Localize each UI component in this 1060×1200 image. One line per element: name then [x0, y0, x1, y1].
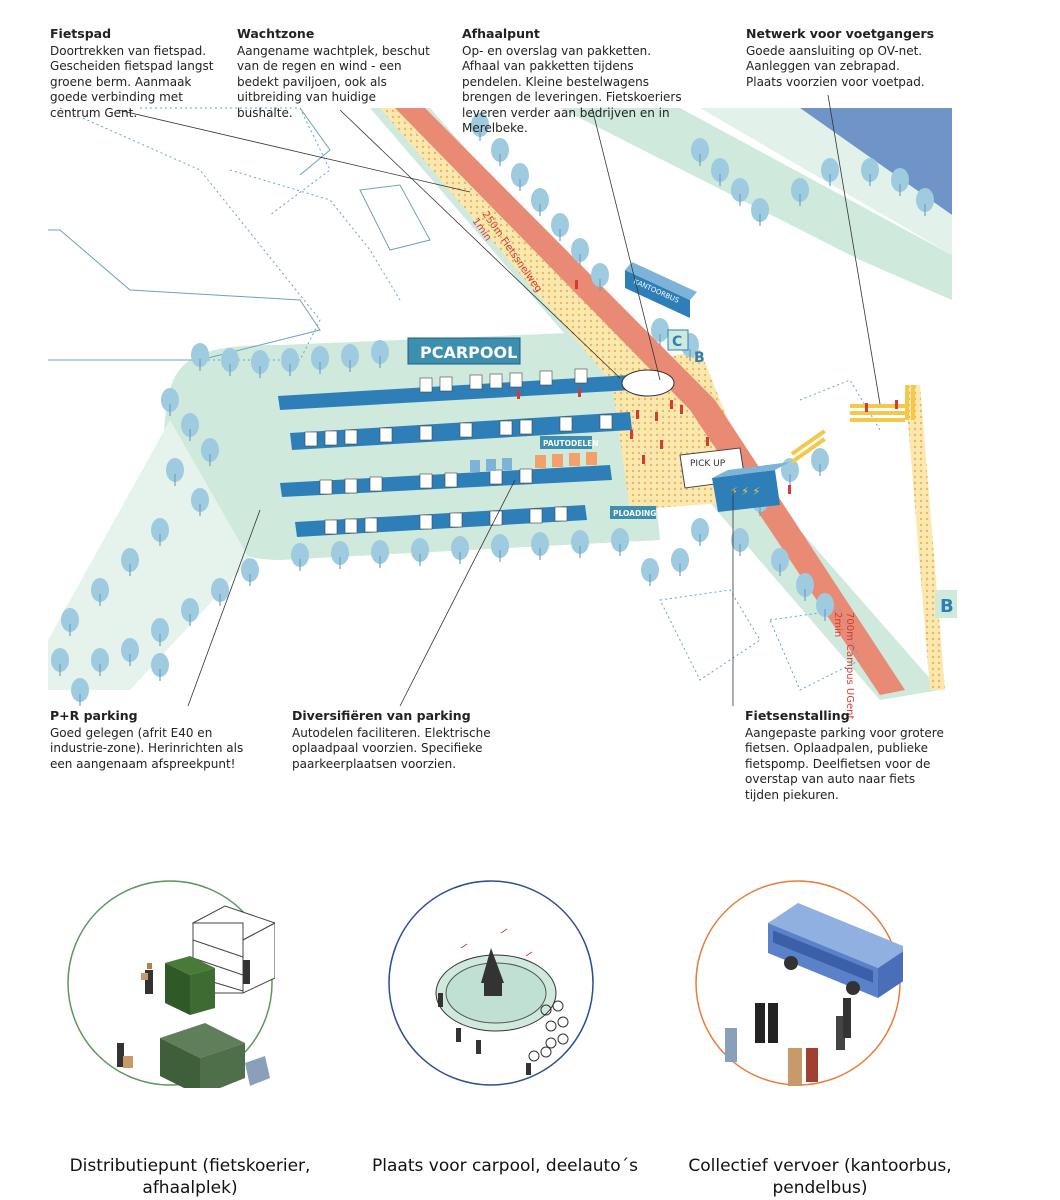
carpool-sign: PCARPOOL: [407, 337, 521, 365]
people-figures: [517, 280, 898, 494]
svg-text:PICK UP: PICK UP: [690, 459, 726, 469]
green-locker: [165, 956, 215, 1015]
svg-text:PLOADING: PLOADING: [613, 509, 656, 518]
annotation-title: Fietspad: [50, 26, 112, 41]
annotation-fietspad: Fietspad Doortrekken van fietspad. Gesch…: [50, 26, 230, 121]
bus-stop-sign: C B: [667, 329, 705, 366]
annotation-title: Netwerk voor voetgangers: [746, 26, 935, 41]
flags: [460, 928, 533, 957]
svg-text:700m Campus UGent: 700m Campus UGent: [844, 612, 855, 719]
svg-text:2min: 2min: [832, 612, 843, 637]
annotation-wachtzone: Wachtzone Aangename wachtplek, beschut v…: [237, 26, 432, 121]
people-figures: [438, 993, 531, 1075]
annotation-text: Aangepaste parking voor grotere fietsen.…: [745, 725, 944, 802]
carpool-illustration: [388, 880, 594, 1086]
kantoorbus-vehicle: KANTOORBUS: [625, 262, 697, 318]
green-strip-right: [700, 108, 952, 255]
campus-distance-label: 700m Campus UGent 2min: [832, 612, 855, 719]
carpool-pavilion: [435, 948, 557, 1032]
fietssnelweg-road: [395, 108, 905, 695]
annotation-pr-parking: P+R parking Goed gelegen (afrit E40 en i…: [50, 708, 250, 772]
annotation-title: P+R parking: [50, 708, 138, 723]
wachtzone-pavilion: [621, 369, 675, 397]
bus-stop-sign-right: B: [935, 590, 957, 618]
parked-cars: [304, 368, 613, 535]
annotation-text: Goede aansluiting op OV-net. Aanleggen v…: [746, 43, 925, 89]
bicycles: [528, 1000, 569, 1062]
annotation-text: Goed gelegen (afrit E40 en industrie-zon…: [50, 725, 244, 771]
building-solid-outlines: [48, 107, 431, 361]
building-outlines: [48, 107, 881, 691]
annotation-diversifieren: Diversifiëren van parking Autodelen faci…: [292, 708, 497, 772]
svg-text:B: B: [940, 596, 954, 617]
caption-carpool: Plaats voor carpool, deelauto´s: [372, 1156, 638, 1176]
yellow-footpath-right: [905, 385, 945, 690]
distributiepunt-illustration: [67, 880, 275, 1088]
fietsenstalling-building: ⚡ ⚡ ⚡: [712, 462, 790, 512]
caption-distributiepunt: Distributiepunt (fietskoerier, afhaalple…: [69, 1156, 311, 1198]
autodelen-sign: PAUTODELEN: [540, 436, 599, 449]
annotation-title: Fietsenstalling: [745, 708, 850, 723]
annotation-title: Wachtzone: [237, 26, 315, 41]
annotation-text: Aangename wachtplek, beschut van de rege…: [237, 43, 430, 120]
people-figures: [725, 998, 851, 1086]
annotation-text: Doortrekken van fietspad. Gescheiden fie…: [50, 43, 214, 120]
annotation-text: Op- en overslag van pakketten. Afhaal va…: [462, 43, 682, 136]
caption-collectief-vervoer: Collectief vervoer (kantoorbus, pendelbu…: [688, 1156, 952, 1198]
yellow-footpath-top: [380, 108, 650, 380]
annotation-title: Afhaalpunt: [462, 26, 540, 41]
collectief-vervoer-illustration: [695, 880, 903, 1086]
svg-text:⚡ ⚡ ⚡: ⚡ ⚡ ⚡: [730, 485, 760, 498]
delivery-truck: [160, 1023, 270, 1088]
worker-figures: [117, 960, 250, 1068]
annotation-afhaalpunt: Afhaalpunt Op- en overslag van pakketten…: [462, 26, 692, 137]
green-left-wedge: [48, 420, 250, 690]
loading-sign: PLOADING: [610, 506, 656, 519]
site-plan-map: KANTOORBUS C B PICK UP ⚡ ⚡ ⚡ PCARPOOL PA…: [48, 94, 957, 719]
annotation-title: Diversifiëren van parking: [292, 708, 471, 723]
leader-lines: [117, 94, 881, 707]
svg-text:PCARPOOL: PCARPOOL: [420, 343, 517, 362]
bus-vehicle: [768, 903, 903, 998]
annotation-netwerk-voetgangers: Netwerk voor voetgangers Goede aansluiti…: [746, 26, 936, 90]
zebra-crossings: [790, 385, 915, 464]
svg-text:C: C: [672, 334, 682, 350]
svg-text:PAUTODELEN: PAUTODELEN: [543, 439, 599, 448]
annotation-fietsenstalling: Fietsenstalling Aangepaste parking voor …: [745, 708, 950, 803]
svg-text:B: B: [694, 350, 705, 366]
charging-spots: [470, 452, 597, 472]
annotation-text: Autodelen faciliteren. Elektrische oplaa…: [292, 725, 491, 771]
